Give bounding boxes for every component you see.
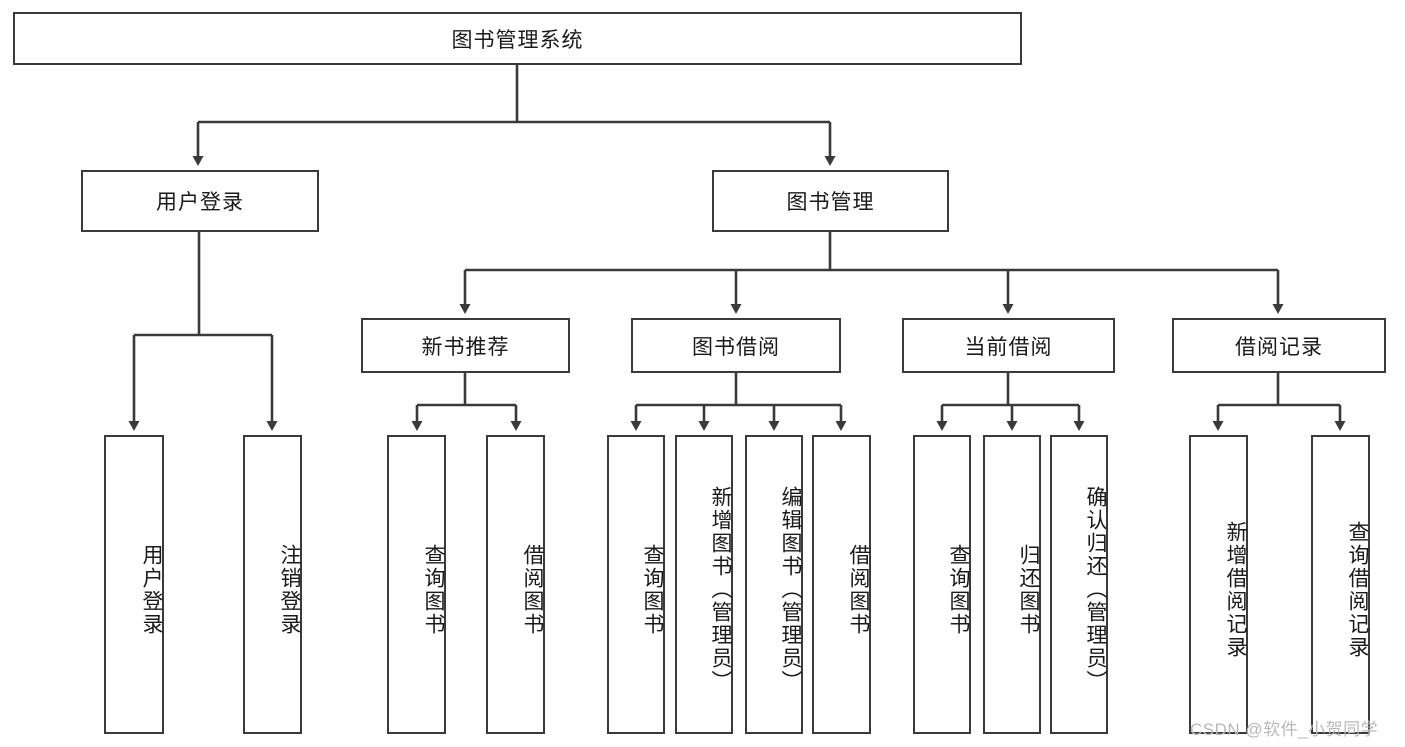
leaf-node[interactable]: 查询图书 (913, 435, 971, 734)
leaf-node[interactable]: 编辑图书（管理员） (745, 435, 803, 734)
leaf-node-label: 编辑图书（管理员） (779, 486, 802, 693)
node-root-system[interactable]: 图书管理系统 (13, 12, 1022, 65)
node-book-borrowing[interactable]: 图书借阅 (631, 318, 841, 373)
leaf-node-label: 归还图书 (1017, 543, 1040, 636)
node-current-borrowing[interactable]: 当前借阅 (902, 318, 1115, 373)
leaf-node[interactable]: 借阅图书 (486, 435, 545, 734)
leaf-node-label: 新增图书（管理员） (709, 486, 732, 693)
leaf-node-label: 新增借阅记录 (1224, 520, 1247, 659)
leaf-node[interactable]: 借阅图书 (812, 435, 871, 734)
node-book-management-module[interactable]: 图书管理 (712, 170, 949, 232)
leaf-node-label: 借阅图书 (847, 543, 870, 636)
leaf-node[interactable]: 确认归还（管理员） (1050, 435, 1108, 734)
leaf-node-label: 查询借阅记录 (1346, 520, 1369, 659)
leaf-node-label: 借阅图书 (521, 543, 544, 636)
leaf-node-label: 用户登录 (140, 543, 163, 636)
node-new-book-recommendation[interactable]: 新书推荐 (361, 318, 570, 373)
leaf-node-label: 注销登录 (278, 543, 301, 636)
leaf-node-label: 查询图书 (641, 543, 664, 636)
node-borrowing-records[interactable]: 借阅记录 (1172, 318, 1386, 373)
node-user-login-module[interactable]: 用户登录 (81, 170, 319, 232)
leaf-node[interactable]: 注销登录 (243, 435, 302, 734)
leaf-node[interactable]: 归还图书 (983, 435, 1041, 734)
leaf-node[interactable]: 查询图书 (387, 435, 446, 734)
leaf-node[interactable]: 新增图书（管理员） (675, 435, 733, 734)
leaf-node-label: 查询图书 (947, 543, 970, 636)
leaf-node[interactable]: 查询图书 (607, 435, 665, 734)
leaf-node[interactable]: 查询借阅记录 (1311, 435, 1370, 734)
leaf-node[interactable]: 新增借阅记录 (1189, 435, 1248, 734)
leaf-node[interactable]: 用户登录 (104, 435, 164, 734)
csdn-watermark: CSDN @软件_小贺同学 (1190, 720, 1379, 739)
leaf-node-label: 确认归还（管理员） (1084, 486, 1107, 693)
leaf-node-label: 查询图书 (422, 543, 445, 636)
